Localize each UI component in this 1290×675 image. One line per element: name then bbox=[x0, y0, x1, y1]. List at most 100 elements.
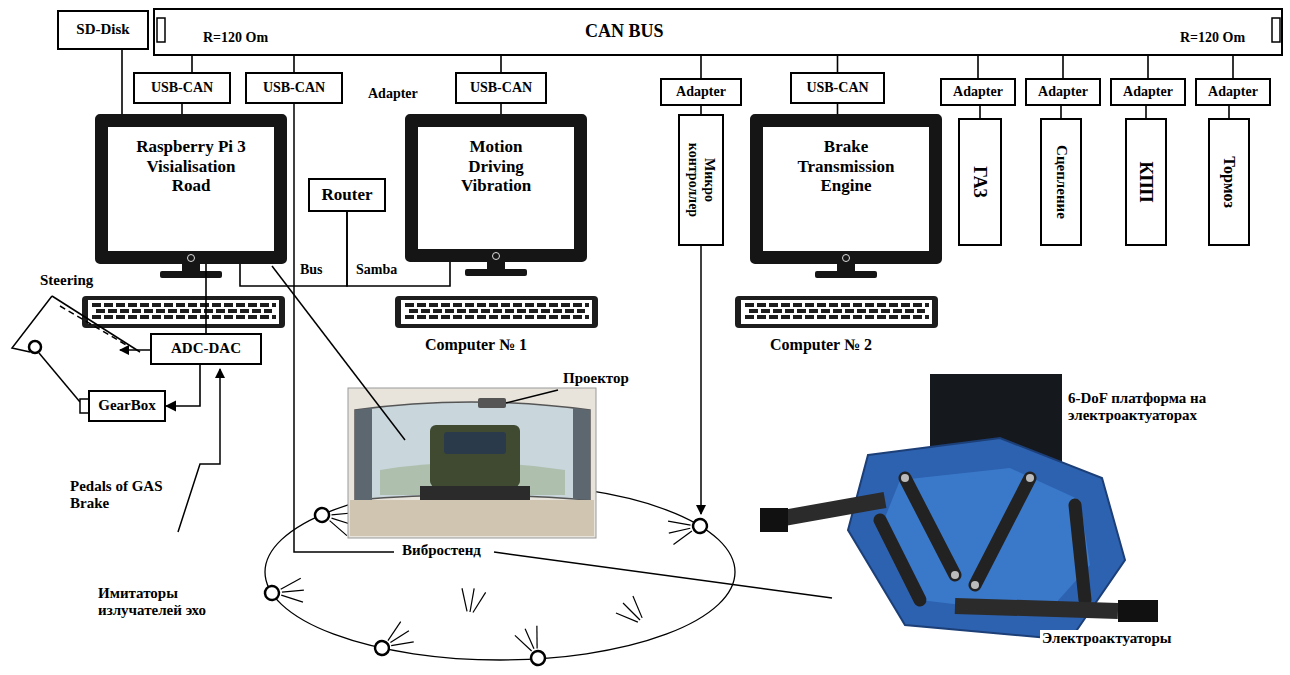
part-label: Вибростенд bbox=[400, 542, 483, 559]
echo-emitter bbox=[264, 585, 279, 600]
bus-band: CAN BUS bbox=[153, 8, 1283, 56]
node-text: GearBox bbox=[98, 397, 156, 414]
part-label: Steering bbox=[40, 272, 93, 289]
motion-platform-photo bbox=[760, 508, 788, 532]
adapter-box: Adapter bbox=[1025, 78, 1101, 106]
control-box: Сцепление bbox=[1040, 118, 1082, 246]
resistor-symbol bbox=[157, 18, 165, 42]
steering-wheel bbox=[12, 296, 150, 402]
motion-platform-photo bbox=[901, 474, 909, 482]
computer-monitor: Raspberry Pi 3 Visialisation Road bbox=[95, 114, 287, 264]
pedal-wire bbox=[178, 369, 220, 532]
motion-platform-photo bbox=[880, 478, 1085, 600]
node-text: Сцепление bbox=[1052, 127, 1069, 237]
motion-platform-photo bbox=[848, 438, 1125, 640]
node-text: КПП bbox=[1136, 127, 1157, 237]
steering-wheel bbox=[12, 296, 52, 352]
node-text: SD-Disk bbox=[76, 21, 129, 38]
converter-box: ADC-DAC bbox=[150, 333, 262, 365]
connector bbox=[837, 104, 839, 114]
control-box: Тормоз bbox=[1208, 118, 1250, 246]
node-text: CAN BUS bbox=[585, 21, 664, 42]
echo-emitter bbox=[390, 631, 408, 643]
node-text: Тормоз bbox=[1220, 127, 1238, 237]
monitor-stand bbox=[815, 271, 877, 278]
motion-platform-photo bbox=[971, 581, 979, 589]
computer-monitor: Motion Driving Vibration bbox=[405, 114, 587, 262]
connector bbox=[166, 365, 200, 406]
keyboard bbox=[405, 305, 589, 317]
connector bbox=[977, 56, 979, 78]
keyboard bbox=[92, 315, 276, 319]
echo-emitter bbox=[525, 629, 534, 649]
connector bbox=[121, 50, 123, 114]
keyboard bbox=[92, 303, 276, 307]
simulator-photo bbox=[348, 388, 596, 538]
adapter-label: Adapter bbox=[368, 86, 418, 102]
motion-platform-photo bbox=[1075, 505, 1085, 600]
keyboard bbox=[409, 309, 585, 313]
keyboard bbox=[82, 296, 285, 328]
keyboard bbox=[88, 300, 279, 324]
keyboard bbox=[92, 305, 276, 317]
adapter-box: Adapter bbox=[1195, 78, 1271, 106]
part-label: 6-DoF платформа на электроактуаторах bbox=[1068, 390, 1280, 425]
usb-can-adapter: USB-CAN bbox=[455, 72, 547, 104]
pedal-wire bbox=[178, 369, 220, 532]
motion-platform-photo bbox=[880, 520, 920, 600]
echo-emitter bbox=[372, 638, 391, 657]
connector bbox=[979, 106, 981, 118]
simulator-photo bbox=[444, 432, 506, 454]
keyboard bbox=[405, 315, 589, 319]
control-box: КПП bbox=[1125, 118, 1167, 246]
connector bbox=[500, 56, 502, 72]
part-label: Электроактуаторы bbox=[1040, 630, 1174, 647]
steering-wheel bbox=[39, 353, 80, 402]
adapter-box: Adapter bbox=[940, 78, 1016, 106]
keyboard bbox=[741, 300, 932, 324]
computer-monitor: Brake Transmission Engine bbox=[750, 114, 942, 264]
echo-emitter bbox=[282, 590, 304, 592]
simulator-photo bbox=[430, 425, 520, 487]
keyboard bbox=[735, 296, 938, 328]
steering-wheel bbox=[52, 296, 140, 352]
node-text: USB-CAN bbox=[151, 80, 213, 96]
node-text: Adapter bbox=[1208, 84, 1258, 100]
motion-platform-photo bbox=[1026, 474, 1034, 482]
echo-emitter bbox=[458, 586, 486, 614]
motion-platform-photo bbox=[975, 478, 1030, 585]
keyboard bbox=[405, 303, 589, 307]
echo-emitter bbox=[515, 632, 532, 655]
echo-emitter bbox=[264, 578, 305, 605]
echo-emitter bbox=[616, 607, 638, 629]
leader-line bbox=[506, 390, 558, 403]
echo-ring bbox=[265, 484, 735, 660]
node-text: Brake Transmission Engine bbox=[790, 137, 902, 196]
echo-emitter bbox=[514, 624, 552, 669]
connector bbox=[700, 106, 702, 114]
keyboard bbox=[395, 296, 598, 328]
leader-line bbox=[494, 552, 832, 598]
keyboard bbox=[401, 300, 592, 324]
motion-platform-photo bbox=[1118, 600, 1158, 622]
echo-emitter bbox=[327, 521, 350, 536]
motion-platform-photo bbox=[905, 478, 955, 575]
keyboard bbox=[749, 309, 925, 313]
connector bbox=[293, 56, 295, 72]
leader-line bbox=[272, 266, 405, 440]
node-text: Raspberry Pi 3 Visialisation Road bbox=[129, 137, 254, 196]
simulator-photo bbox=[350, 500, 594, 536]
resistor-symbol bbox=[1272, 18, 1280, 42]
keyboard bbox=[745, 315, 929, 319]
steering-wheel bbox=[120, 349, 150, 351]
connector bbox=[1145, 106, 1147, 118]
node-text: Adapter bbox=[1038, 84, 1088, 100]
steering-wheel bbox=[60, 306, 128, 346]
echo-emitter bbox=[529, 649, 547, 667]
echo-emitter bbox=[391, 634, 414, 653]
keyboard bbox=[745, 303, 929, 307]
simulator-photo bbox=[420, 486, 530, 500]
gearbox-box: GearBox bbox=[88, 390, 166, 422]
simulator-photo bbox=[355, 408, 372, 500]
